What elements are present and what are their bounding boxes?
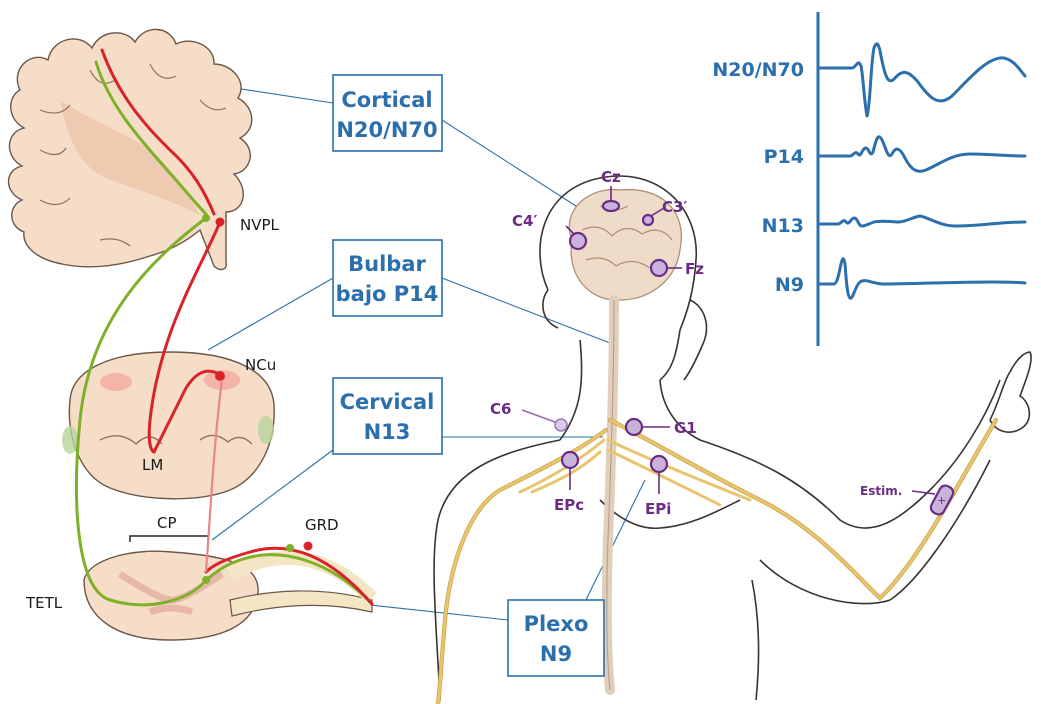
label-fz: Fz <box>685 260 704 278</box>
right-arm-lower <box>760 460 990 604</box>
brain-coronal-section: NVPL <box>9 29 280 269</box>
tract-right <box>258 416 274 444</box>
box-bulbar: Bulbar bajo P14 <box>333 240 442 316</box>
red-synapse-ncu <box>215 371 225 381</box>
face-outline <box>684 300 706 380</box>
wave-n9 <box>818 259 1025 298</box>
box-bulbar-line1: Bulbar <box>348 252 426 276</box>
waveform-panel: N20/N70 P14 N13 N9 <box>712 12 1025 346</box>
box-cervical-line2: N13 <box>364 420 411 444</box>
electrode-cz <box>603 201 619 211</box>
label-epc: EPc <box>554 496 584 514</box>
connector-cortical-head <box>442 120 590 215</box>
label-c6: C6 <box>490 400 511 418</box>
label-ncu: NCu <box>245 356 276 374</box>
box-plexo: Plexo N9 <box>508 600 604 676</box>
box-cortical: Cortical N20/N70 <box>333 75 442 151</box>
medulla-section: NCu LM <box>62 352 276 499</box>
electrode-c6 <box>555 419 567 431</box>
connector-plexo-root <box>370 605 508 620</box>
tract-left <box>62 426 78 454</box>
box-cervical: Cervical N13 <box>333 378 442 454</box>
label-c3: C3′ <box>662 198 687 216</box>
wave-n20 <box>818 44 1025 116</box>
wave-n13 <box>818 216 1025 226</box>
green-ganglion-dot <box>286 544 294 552</box>
right-torso <box>752 580 759 700</box>
right-shoulder-arm <box>700 380 1000 528</box>
label-cp: CP <box>157 514 177 532</box>
electrode-epc <box>562 452 578 468</box>
spinal-cord-section: CP GRD TETL <box>25 514 372 640</box>
label-estim: Estim. <box>860 484 902 498</box>
connector-bulbar-medulla <box>208 278 333 350</box>
box-plexo-line2: N9 <box>540 642 572 666</box>
plus-icon: + <box>937 494 946 507</box>
box-cortical-line1: Cortical <box>341 88 432 112</box>
electrode-epi <box>651 456 667 472</box>
nucleus-left <box>100 373 132 391</box>
electrode-g1 <box>626 419 642 435</box>
label-c4: C4′ <box>512 212 537 230</box>
label-tetl: TETL <box>25 594 63 612</box>
electrode-fz <box>651 260 667 276</box>
box-plexo-line1: Plexo <box>524 612 589 636</box>
wave-label-n20: N20/N70 <box>712 59 804 81</box>
medulla <box>69 352 274 499</box>
label-lm: LM <box>142 456 163 474</box>
label-nvpl: NVPL <box>240 216 280 234</box>
label-g1: G1 <box>674 419 697 437</box>
wave-label-p14: P14 <box>764 146 804 168</box>
label-epi: EPi <box>645 500 671 518</box>
label-cz: Cz <box>601 168 621 186</box>
wave-label-n13: N13 <box>762 215 804 237</box>
box-cortical-line2: N20/N70 <box>336 118 437 142</box>
wave-p14 <box>818 137 1025 171</box>
red-ganglion-dot <box>304 542 313 551</box>
box-cervical-line1: Cervical <box>340 390 435 414</box>
label-grd: GRD <box>305 516 339 534</box>
wave-label-n9: N9 <box>775 274 804 296</box>
box-bulbar-line2: bajo P14 <box>336 282 439 306</box>
electrode-c4 <box>570 233 586 249</box>
cp-bracket <box>130 536 208 542</box>
